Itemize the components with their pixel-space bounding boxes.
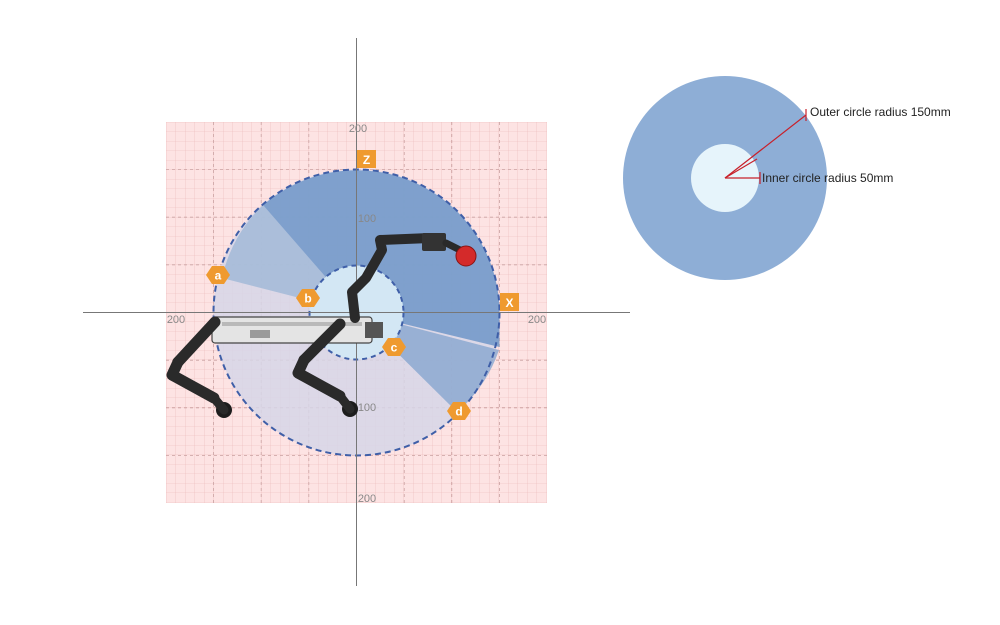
svg-text:a: a <box>215 269 222 283</box>
tick-x-right: 200 <box>528 314 546 326</box>
tick-x-left: 200 <box>167 314 185 326</box>
radius-legend: Outer circle radius 150mm Inner circle r… <box>623 76 951 280</box>
outer-radius-label: Outer circle radius 150mm <box>810 105 951 119</box>
svg-text:X: X <box>505 296 513 310</box>
x-axis-badge: X <box>500 293 519 311</box>
sector-badge-d: d <box>447 402 471 420</box>
svg-text:Z: Z <box>363 153 370 167</box>
sector-badge-b: b <box>296 289 320 307</box>
inner-radius-label: Inner circle radius 50mm <box>762 171 893 185</box>
sector-badge-c: c <box>382 338 406 356</box>
outer-radius-line <box>724 114 807 179</box>
tick-z-top: 200 <box>349 123 367 135</box>
svg-text:c: c <box>391 341 398 355</box>
tick-z-mid-top: 100 <box>358 213 376 225</box>
tick-z-bottom: 200 <box>358 493 376 505</box>
z-axis-badge: Z <box>357 150 376 168</box>
sector-badge-a: a <box>206 266 230 284</box>
inner-radius-line <box>724 158 758 179</box>
svg-text:d: d <box>455 405 462 419</box>
robot-dog-illustration <box>166 233 477 418</box>
tick-z-mid-bottom: 100 <box>358 402 376 414</box>
svg-text:b: b <box>304 292 311 306</box>
gripper-ball <box>455 245 477 267</box>
